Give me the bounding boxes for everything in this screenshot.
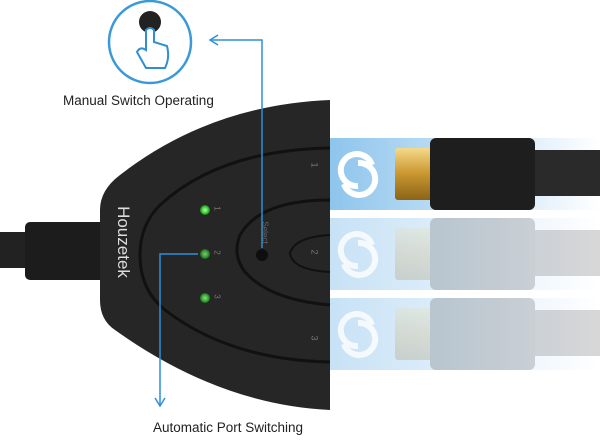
port-label-3: 3 xyxy=(309,335,320,341)
hdmi-plug-input-3 xyxy=(395,298,600,370)
switch-cycle-icon xyxy=(337,311,379,358)
hdmi-plug-input-2 xyxy=(395,218,600,290)
led-label-2: 2 xyxy=(212,250,222,255)
led-label-3: 3 xyxy=(212,294,222,299)
manual-callout-arrow xyxy=(208,34,263,248)
manual-switch-caption: Manual Switch Operating xyxy=(63,93,214,108)
switch-cycle-icon xyxy=(337,151,379,198)
automatic-switch-caption: Automatic Port Switching xyxy=(153,420,304,435)
hand-press-icon xyxy=(107,0,193,85)
brand-logo: Houzetek xyxy=(114,206,133,278)
hdmi-output-cable xyxy=(0,222,105,280)
led-3 xyxy=(200,293,210,303)
port-label-1: 1 xyxy=(309,162,320,168)
hdmi-switch-body xyxy=(100,100,331,410)
automatic-callout-arrow xyxy=(154,253,198,408)
port-band-2 xyxy=(325,218,600,290)
led-2 xyxy=(200,249,210,259)
select-label: Select xyxy=(260,221,270,244)
led-label-1: 1 xyxy=(212,206,222,211)
port-label-2: 2 xyxy=(309,249,320,255)
port-band-3 xyxy=(325,298,600,370)
switch-cycle-icon xyxy=(337,231,379,278)
led-1 xyxy=(200,205,210,215)
hdmi-plug-input-1 xyxy=(395,138,600,210)
select-button[interactable] xyxy=(256,249,268,261)
